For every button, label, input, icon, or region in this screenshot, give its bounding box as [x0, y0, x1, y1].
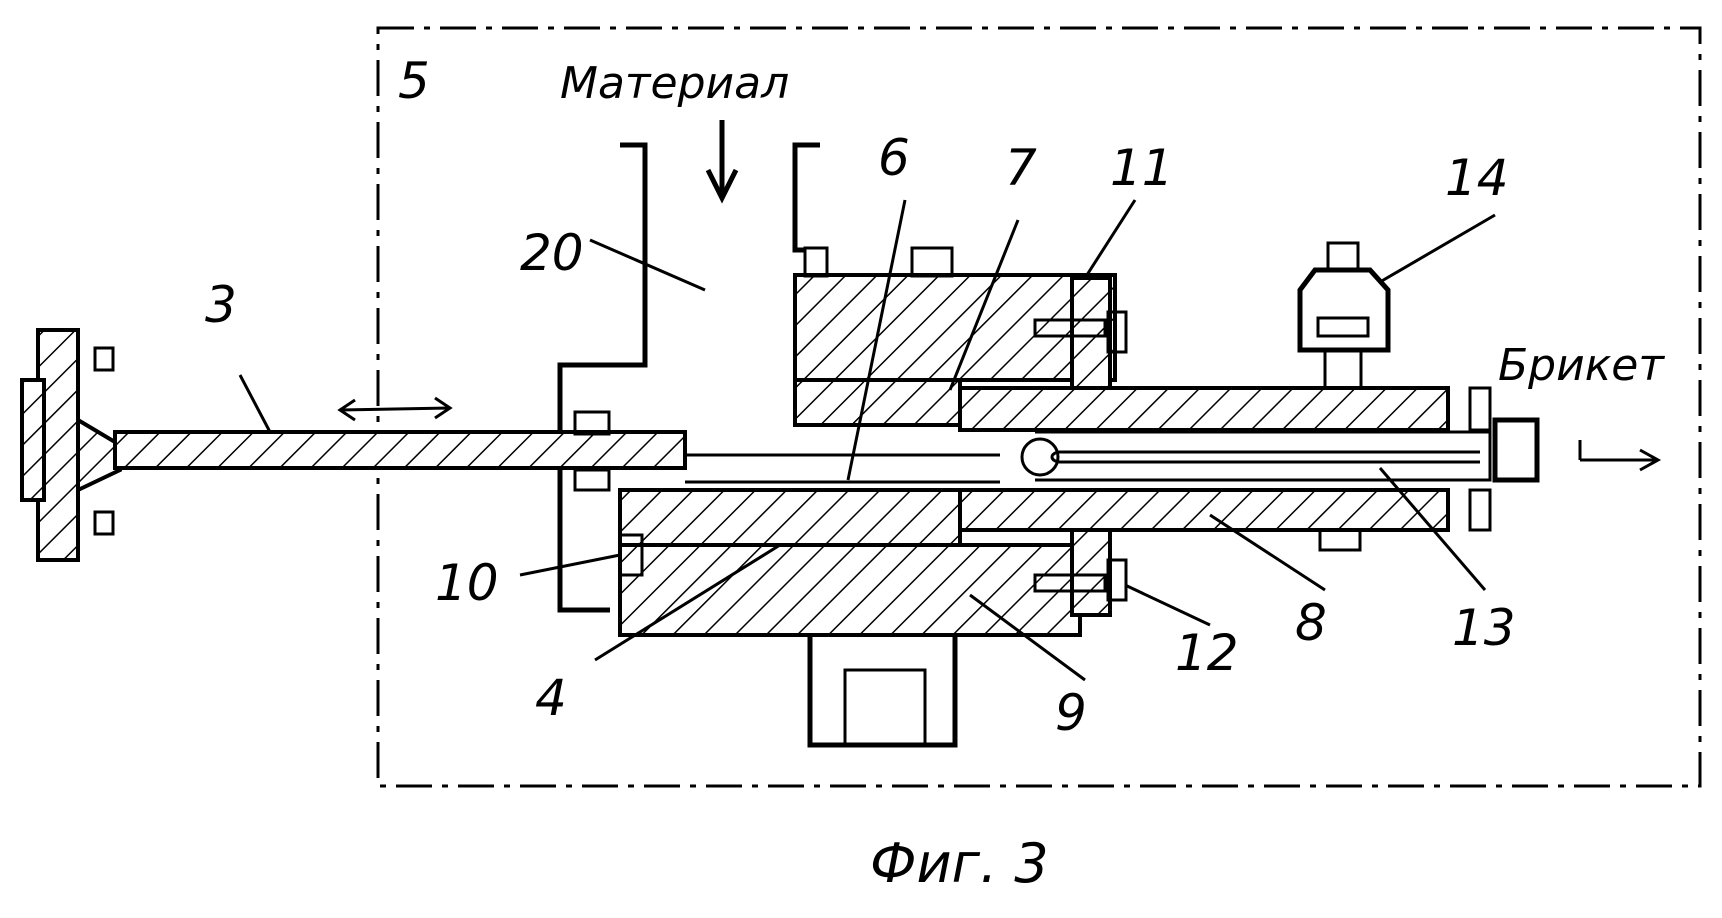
bolt-lower [1033, 573, 1107, 593]
label-11: 11 [1110, 139, 1174, 197]
label-7: 7 [1005, 139, 1037, 197]
label-4: 4 [535, 669, 567, 727]
forming-tube-upper [958, 386, 1450, 432]
label-3: 3 [205, 276, 237, 334]
lower-die-block [618, 488, 1082, 637]
briquette [1492, 417, 1540, 483]
label-13: 13 [1452, 599, 1516, 657]
figure-caption: Фиг. 3 [870, 832, 1049, 895]
hopper-left-wall [557, 142, 648, 613]
nut-upper [1106, 310, 1128, 354]
forming-tube-lower [958, 488, 1450, 532]
label-20: 20 [520, 224, 584, 282]
drive-flywheel [20, 328, 122, 562]
label-5: 5 [398, 52, 430, 110]
housing-boundary [376, 26, 1702, 788]
hopper-right-wall [792, 142, 820, 253]
lower-tube-bracket [1318, 528, 1362, 552]
label-6: 6 [878, 129, 910, 187]
tube-end-cap-bottom [1468, 488, 1492, 532]
label-14: 14 [1445, 149, 1509, 207]
briquette-output-arrow [1578, 440, 1662, 472]
reciprocation-arrow [337, 396, 453, 422]
plunger-rod [113, 430, 687, 470]
material-input-arrow [705, 120, 739, 204]
slotted-sleeve [1035, 430, 1492, 482]
label-10: 10 [435, 554, 499, 612]
flange-lower [1070, 528, 1112, 617]
leader-lines [238, 199, 1496, 682]
label-9: 9 [1055, 684, 1087, 742]
upper-die-block [793, 246, 1117, 427]
support-pedestal [807, 635, 958, 748]
label-8: 8 [1295, 594, 1327, 652]
label-12: 12 [1175, 624, 1239, 682]
bolt-upper [1033, 318, 1107, 338]
nut-lower [1106, 558, 1128, 602]
flow-output-label: Брикет [1498, 340, 1665, 391]
clamp-device [1297, 241, 1391, 390]
slot-end [1020, 437, 1060, 477]
flow-input-label: Материал [560, 58, 789, 109]
rod-guide-top [573, 410, 611, 436]
rod-guide-bottom [573, 468, 611, 492]
tube-end-cap-top [1468, 386, 1492, 432]
